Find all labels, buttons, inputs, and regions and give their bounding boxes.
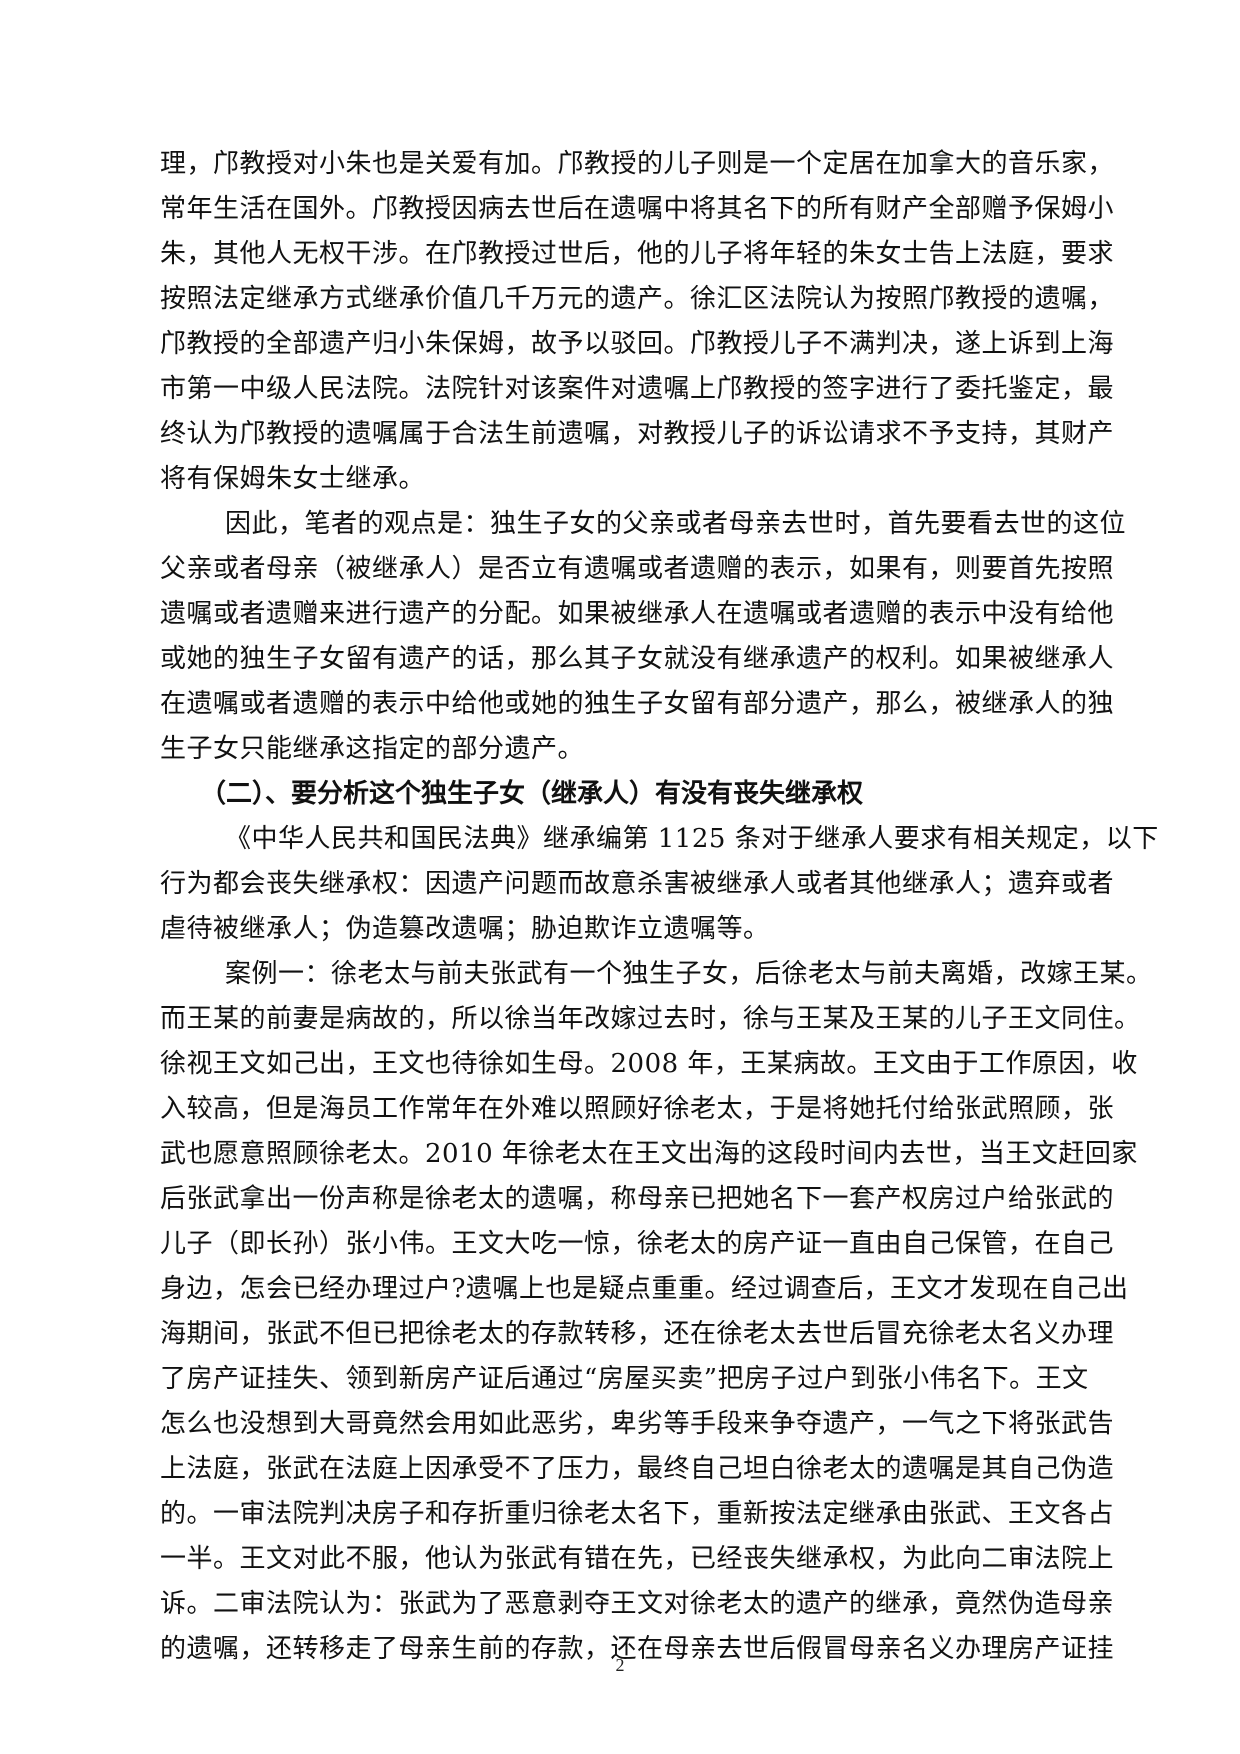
text-line: 后张武拿出一份声称是徐老太的遗嘱，称母亲已把她名下一套产权房过户给张武的 (160, 1184, 1115, 1214)
paragraph-author-view: 因此，笔者的观点是：独生子女的父亲或者母亲去世时，首先要看去世的这位 父亲或者母… (160, 502, 1127, 772)
text-line: 遗嘱或者遗赠来进行遗产的分配。如果被继承人在遗嘱或者遗赠的表示中没有给他 (160, 599, 1115, 629)
text-line: 一半。王文对此不服，他认为张武有错在先，已经丧失继承权，为此向二审法院上 (160, 1544, 1115, 1574)
text-line: 朱，其他人无权干涉。在邝教授过世后，他的儿子将年轻的朱女士告上法庭，要求 (160, 239, 1115, 269)
paragraph-civil-code: 《中华人民共和国民法典》继承编第 1125 条对于继承人要求有相关规定，以下 行… (160, 817, 1159, 952)
text-line: 父亲或者母亲（被继承人）是否立有遗嘱或者遗赠的表示，如果有，则要首先按照 (160, 554, 1115, 584)
paragraph-case-one: 案例一：徐老太与前夫张武有一个独生子女，后徐老太与前夫离婚，改嫁王某。 而王某的… (160, 952, 1153, 1672)
text-line: 常年生活在国外。邝教授因病去世后在遗嘱中将其名下的所有财产全部赠予保姆小 (160, 194, 1115, 224)
text-line: 而王某的前妻是病故的，所以徐当年改嫁过去时，徐与王某及王某的儿子王文同住。 (160, 1004, 1141, 1034)
text-line: 案例一：徐老太与前夫张武有一个独生子女，后徐老太与前夫离婚，改嫁王某。 (225, 959, 1153, 989)
text-line: 终认为邝教授的遗嘱属于合法生前遗嘱，对教授儿子的诉讼请求不予支持，其财产 (160, 419, 1115, 449)
text-line: 将有保姆朱女士继承。 (160, 464, 426, 494)
text-line: 在遗嘱或者遗赠的表示中给他或她的独生子女留有部分遗产，那么，被继承人的独 (160, 689, 1115, 719)
page-number: 2 (615, 1655, 625, 1675)
text-line: 武也愿意照顾徐老太。2010 年徐老太在王文出海的这段时间内去世，当王文赶回家 (160, 1139, 1138, 1169)
text-line: 虐待被继承人；伪造篡改遗嘱；胁迫欺诈立遗嘱等。 (160, 914, 770, 944)
text-line: 因此，笔者的观点是：独生子女的父亲或者母亲去世时，首先要看去世的这位 (225, 509, 1127, 539)
text-line: 儿子（即长孙）张小伟。王文大吃一惊，徐老太的房产证一直由自己保管，在自己 (160, 1229, 1115, 1259)
text-line: 理，邝教授对小朱也是关爱有加。邝教授的儿子则是一个定居在加拿大的音乐家， (160, 149, 1115, 179)
document-page: 理，邝教授对小朱也是关爱有加。邝教授的儿子则是一个定居在加拿大的音乐家， 常年生… (160, 142, 1159, 1672)
text-line: 海期间，张武不但已把徐老太的存款转移，还在徐老太去世后冒充徐老太名义办理 (160, 1319, 1115, 1349)
text-line: 入较高，但是海员工作常年在外难以照顾好徐老太，于是将她托付给张武照顾，张 (160, 1094, 1115, 1124)
paragraph-case-continuation: 理，邝教授对小朱也是关爱有加。邝教授的儿子则是一个定居在加拿大的音乐家， 常年生… (160, 142, 1115, 502)
text-line: 生子女只能继承这指定的部分遗产。 (160, 734, 585, 764)
text-line: 上法庭，张武在法庭上因承受不了压力，最终自己坦白徐老太的遗嘱是其自己伪造 (160, 1454, 1115, 1484)
text-line: 诉。二审法院认为：张武为了恶意剥夺王文对徐老太的遗产的继承，竟然伪造母亲 (160, 1589, 1115, 1619)
text-line: 行为都会丧失继承权：因遗产问题而故意杀害被继承人或者其他继承人；遗弃或者 (160, 869, 1115, 899)
text-line: 的。一审法院判决房子和存折重归徐老太名下，重新按法定继承由张武、王文各占 (160, 1499, 1115, 1529)
text-line: 邝教授的全部遗产归小朱保姆，故予以驳回。邝教授儿子不满判决，遂上诉到上海 (160, 329, 1115, 359)
text-line: 身边，怎会已经办理过户?遗嘱上也是疑点重重。经过调查后，王文才发现在自己出 (160, 1274, 1129, 1304)
text-line: 市第一中级人民法院。法院针对该案件对遗嘱上邝教授的签字进行了委托鉴定，最 (160, 374, 1115, 404)
section-heading: （二）、要分析这个独生子女（继承人）有没有丧失继承权 (200, 779, 864, 809)
text-line: 《中华人民共和国民法典》继承编第 1125 条对于继承人要求有相关规定，以下 (225, 824, 1159, 854)
text-line: 了房产证挂失、领到新房产证后通过“房屋买卖”把房子过户到张小伟名下。王文 (160, 1364, 1089, 1394)
text-line: 徐视王文如己出，王文也待徐如生母。2008 年，王某病故。王文由于工作原因，收 (160, 1049, 1138, 1079)
text-line: 或她的独生子女留有遗产的话，那么其子女就没有继承遗产的权利。如果被继承人 (160, 644, 1115, 674)
text-line: 按照法定继承方式继承价值几千万元的遗产。徐汇区法院认为按照邝教授的遗嘱， (160, 284, 1115, 314)
text-line: 怎么也没想到大哥竟然会用如此恶劣，卑劣等手段来争夺遗产，一气之下将张武告 (160, 1409, 1115, 1439)
